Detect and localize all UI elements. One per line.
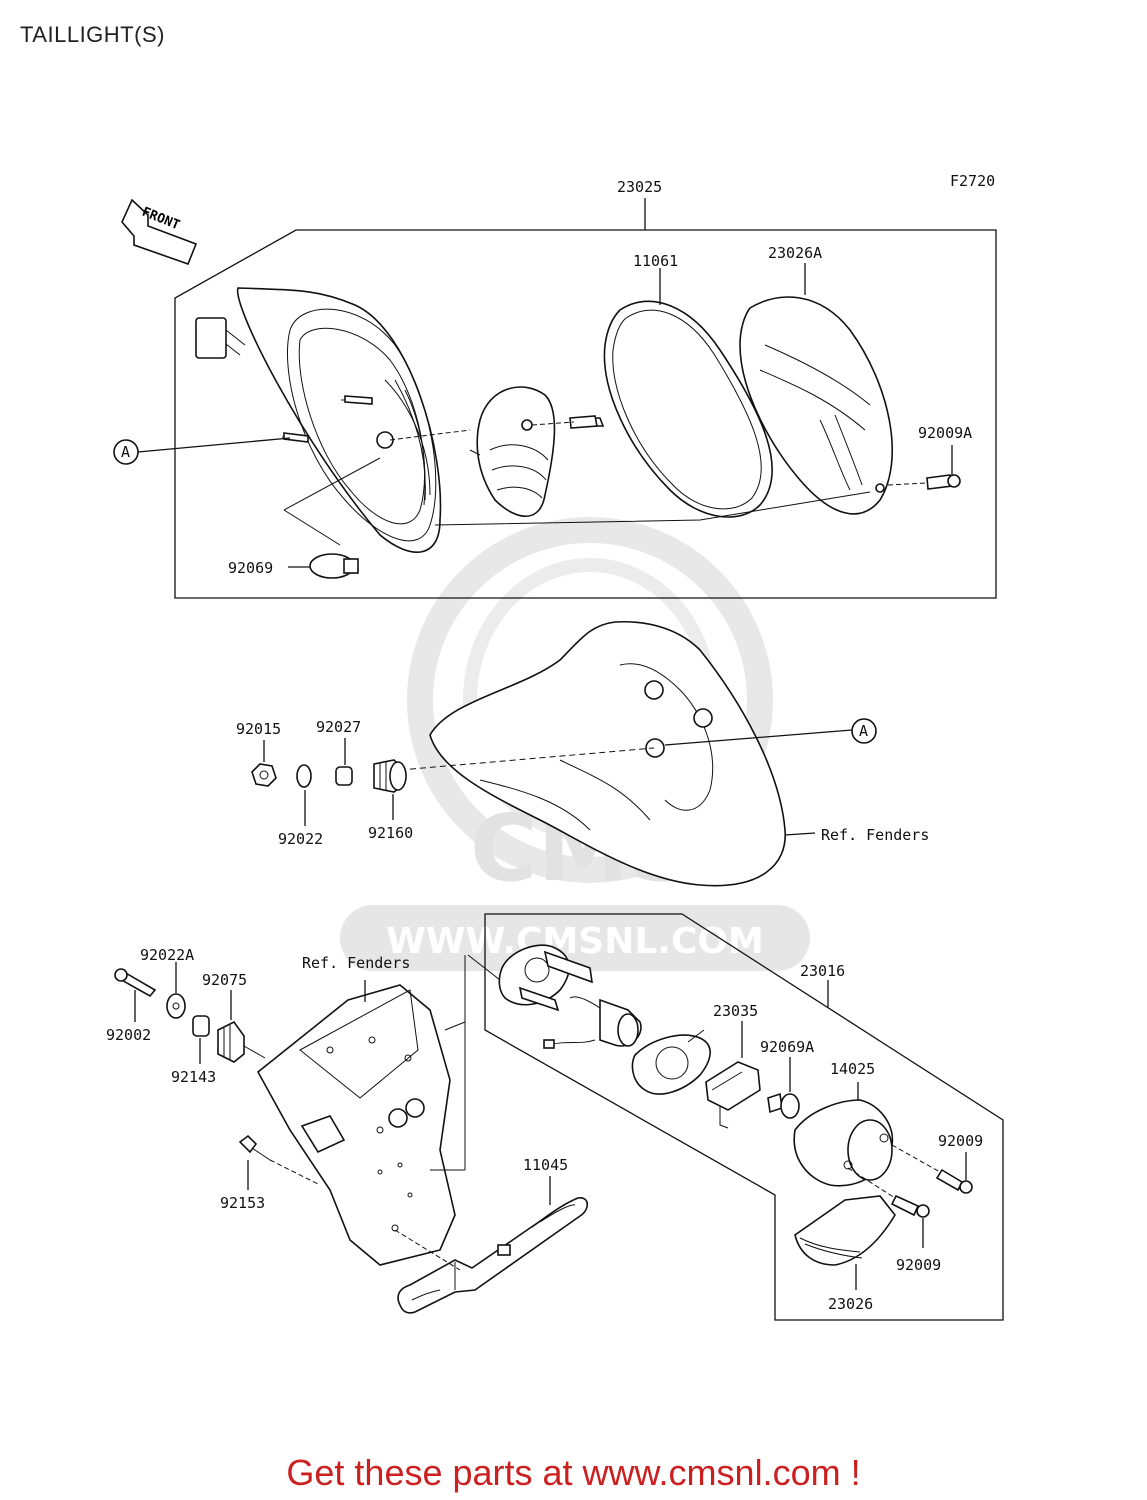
callout-a-mid-text: A xyxy=(859,722,868,740)
part-92009-b-label: 92009 xyxy=(896,1256,941,1274)
bolt-92153: 92153 xyxy=(220,1134,321,1212)
part-23016-label: 23016 xyxy=(800,962,845,980)
part-92022-label: 92022 xyxy=(278,830,323,848)
front-arrow-icon: FRONT xyxy=(121,198,198,266)
part-23026A-label: 23026A xyxy=(768,244,822,262)
lens-14025: 14025 xyxy=(793,1060,894,1187)
lens-23026: 23026 xyxy=(794,1195,896,1313)
part-92022A-label: 92022A xyxy=(140,946,194,964)
footer-promo-link[interactable]: Get these parts at www.cmsnl.com ! xyxy=(286,1452,861,1493)
washer-92022: 92022 xyxy=(278,764,323,848)
taillight-assembly-group: 23025 xyxy=(113,178,997,599)
callout-a-top-text: A xyxy=(121,443,130,461)
screw-92009-a: 92009 xyxy=(891,1132,983,1194)
screw-92009-b: 92009 xyxy=(847,1167,941,1274)
figure-code: F2720 xyxy=(950,172,995,190)
part-11061-label: 11061 xyxy=(633,252,678,270)
parts-diagram: CMS WWW.CMSNL.COM F2720 FRONT 23025 xyxy=(106,172,1004,1321)
bulb-92069A: 92069A xyxy=(760,1038,814,1119)
washer-92022A: 92022A xyxy=(140,946,194,1019)
part-23026-label: 23026 xyxy=(828,1295,873,1313)
nut-92015: 92015 xyxy=(236,720,281,787)
part-23035-label: 23035 xyxy=(713,1002,758,1020)
collar-92027: 92027 xyxy=(316,718,361,786)
gasket-11061: 11061 xyxy=(603,252,773,518)
ref-fenders-1-label: Ref. Fenders xyxy=(821,826,929,844)
part-92009-a-label: 92009 xyxy=(938,1132,983,1150)
grommet-92075: 92075 xyxy=(202,971,266,1063)
rear-fender: Ref. Fenders xyxy=(399,620,929,887)
grommet-92160: 92160 xyxy=(368,759,413,842)
screw-92009A: 92009A xyxy=(887,424,972,490)
part-92160-label: 92160 xyxy=(368,824,413,842)
watermark-url: WWW.CMSNL.COM xyxy=(386,921,764,962)
part-92143-label: 92143 xyxy=(171,1068,216,1086)
lens-23026A: 23026A xyxy=(739,244,893,515)
part-92153-label: 92153 xyxy=(220,1194,265,1212)
part-23025-label: 23025 xyxy=(617,178,662,196)
license-bracket: Ref. Fenders xyxy=(256,954,466,1266)
part-14025-label: 14025 xyxy=(830,1060,875,1078)
socket-23035: 23035 xyxy=(705,1002,761,1129)
bulb-92069: 92069 xyxy=(228,457,381,579)
taillight-housing xyxy=(195,287,442,553)
license-light-assembly: 23016 xyxy=(430,913,1004,1321)
part-92069A-label: 92069A xyxy=(760,1038,814,1056)
part-92027-label: 92027 xyxy=(316,718,361,736)
plate-holder-11045: 11045 xyxy=(394,1156,589,1314)
callout-a-mid: A xyxy=(851,718,877,744)
part-11045-label: 11045 xyxy=(523,1156,568,1174)
callout-a-top: A xyxy=(113,437,291,465)
part-92002-label: 92002 xyxy=(106,1026,151,1044)
ref-fenders-2-label: Ref. Fenders xyxy=(302,954,410,972)
part-92009A-label: 92009A xyxy=(918,424,972,442)
collar-92143: 92143 xyxy=(171,1015,216,1086)
reflector-part xyxy=(469,386,605,518)
part-92069-label: 92069 xyxy=(228,559,273,577)
bolt-92002: 92002 xyxy=(106,968,157,1044)
page-title: TAILLIGHT(S) xyxy=(20,22,165,47)
part-92075-label: 92075 xyxy=(202,971,247,989)
part-92015-label: 92015 xyxy=(236,720,281,738)
